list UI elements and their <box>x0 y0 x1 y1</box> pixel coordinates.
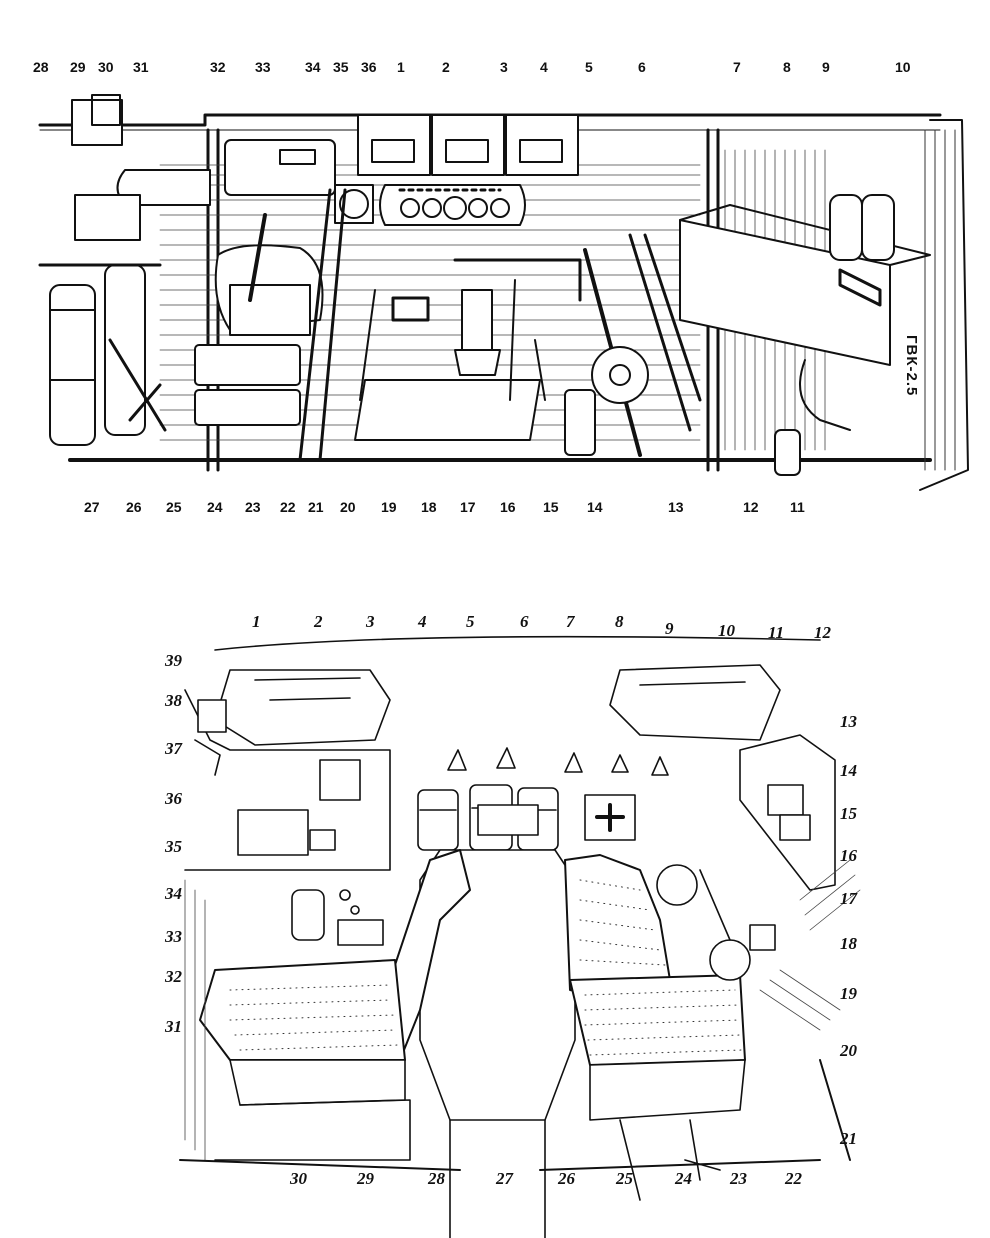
label-23: 23 <box>245 499 261 515</box>
label-19: 19 <box>381 499 397 515</box>
label-b27: 27 <box>496 1169 513 1188</box>
label-7: 7 <box>733 59 741 75</box>
label-b2: 2 <box>314 612 323 631</box>
label-25: 25 <box>166 499 182 515</box>
label-2: 2 <box>442 59 450 75</box>
label-1: 1 <box>397 59 405 75</box>
label-b19: 19 <box>840 984 857 1003</box>
label-34: 34 <box>305 59 321 75</box>
label-b32: 32 <box>165 967 182 986</box>
label-b33: 33 <box>165 927 182 946</box>
label-18: 18 <box>421 499 437 515</box>
label-b29: 29 <box>357 1169 374 1188</box>
label-21: 21 <box>308 499 324 515</box>
label-24: 24 <box>207 499 223 515</box>
label-26: 26 <box>126 499 142 515</box>
wall-stencil: ГВК-2.5 <box>903 335 920 397</box>
label-6: 6 <box>638 59 646 75</box>
top-diagram-drawing <box>38 94 969 491</box>
label-13: 13 <box>668 499 684 515</box>
label-b4: 4 <box>418 612 427 631</box>
label-b20: 20 <box>840 1041 857 1060</box>
label-20: 20 <box>340 499 356 515</box>
label-b5: 5 <box>466 612 475 631</box>
label-8: 8 <box>783 59 791 75</box>
label-b21: 21 <box>840 1129 857 1148</box>
label-b23: 23 <box>730 1169 747 1188</box>
label-b11: 11 <box>768 623 785 642</box>
label-36: 36 <box>361 59 377 75</box>
label-32: 32 <box>210 59 226 75</box>
label-b26: 26 <box>558 1169 575 1188</box>
label-b18: 18 <box>840 934 857 953</box>
label-b38: 38 <box>165 691 182 710</box>
label-33: 33 <box>255 59 271 75</box>
label-b6: 6 <box>520 612 529 631</box>
label-30: 30 <box>98 59 114 75</box>
label-b28: 28 <box>428 1169 445 1188</box>
label-b22: 22 <box>785 1169 802 1188</box>
label-31: 31 <box>133 59 149 75</box>
label-b34: 34 <box>165 884 182 903</box>
label-11: 11 <box>790 499 805 515</box>
label-b24: 24 <box>675 1169 692 1188</box>
label-b12: 12 <box>814 623 831 642</box>
label-14: 14 <box>587 499 603 515</box>
label-5: 5 <box>585 59 593 75</box>
label-b37: 37 <box>165 739 182 758</box>
label-27: 27 <box>84 499 100 515</box>
label-b36: 36 <box>165 789 182 808</box>
label-b35: 35 <box>165 837 182 856</box>
label-28: 28 <box>33 59 49 75</box>
label-10: 10 <box>895 59 911 75</box>
label-b10: 10 <box>718 621 735 640</box>
label-b16: 16 <box>840 846 857 865</box>
top-diagram <box>0 0 990 560</box>
label-b31: 31 <box>165 1017 182 1036</box>
label-b9: 9 <box>665 619 674 638</box>
label-35: 35 <box>333 59 349 75</box>
label-b15: 15 <box>840 804 857 823</box>
label-12: 12 <box>743 499 759 515</box>
bottom-diagram <box>0 560 990 1238</box>
label-29: 29 <box>70 59 86 75</box>
label-15: 15 <box>543 499 559 515</box>
label-17: 17 <box>460 499 476 515</box>
label-3: 3 <box>500 59 508 75</box>
label-22: 22 <box>280 499 296 515</box>
label-9: 9 <box>822 59 830 75</box>
label-b8: 8 <box>615 612 624 631</box>
label-b7: 7 <box>566 612 575 631</box>
label-b3: 3 <box>366 612 375 631</box>
label-b1: 1 <box>252 612 261 631</box>
label-b13: 13 <box>840 712 857 731</box>
label-b17: 17 <box>840 889 857 908</box>
label-b39: 39 <box>165 651 182 670</box>
bottom-diagram-drawing <box>179 635 861 1238</box>
label-16: 16 <box>500 499 516 515</box>
label-b14: 14 <box>840 761 857 780</box>
label-b30: 30 <box>290 1169 307 1188</box>
label-b25: 25 <box>616 1169 633 1188</box>
label-4: 4 <box>540 59 548 75</box>
